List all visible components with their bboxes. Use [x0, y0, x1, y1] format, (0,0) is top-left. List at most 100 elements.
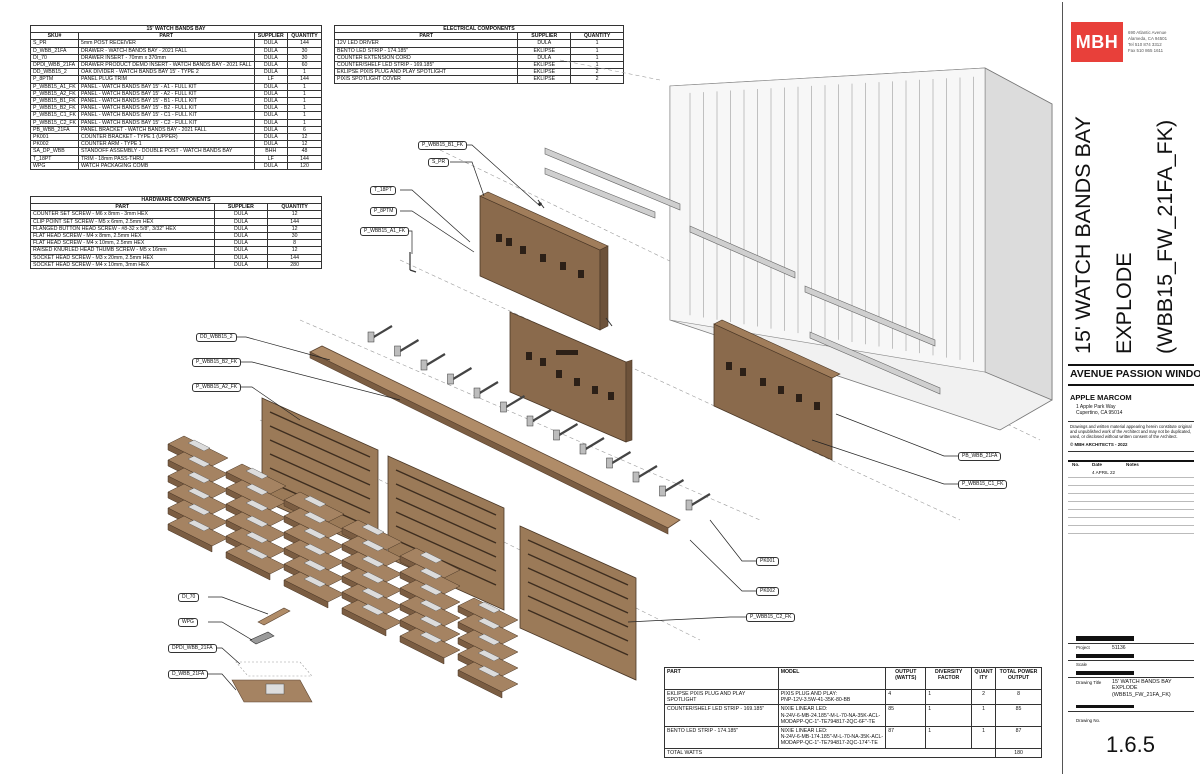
table-cell: SOCKET HEAD SCREW - M3 x 20mm, 2.5mm HEX — [30, 253, 215, 262]
callout-d-wbb-21fa: D_WBB_21FA — [168, 670, 209, 679]
table-row: SOCKET HEAD SCREW - M3 x 20mm, 2.5mm HEX… — [30, 253, 322, 262]
electrical-table-title: ELECTRICAL COMPONENTS — [334, 24, 624, 34]
table-cell: PK002 — [30, 140, 79, 149]
callout-p-wbb15-c1-fk: P_WBB15_C1_FK — [958, 480, 1008, 489]
table-cell: DULA — [253, 89, 289, 99]
table-cell: 1 — [925, 688, 973, 706]
table-cell: COUNTER/SHELF LED STRIP - 169.185" — [333, 61, 519, 70]
scale-label: Scale — [1076, 662, 1087, 667]
table-cell: 12 — [267, 224, 322, 234]
table-cell: 87 — [885, 726, 927, 749]
vertical-drawing-title: 15' WATCH BANDS BAY EXPLODE (WBB15_FW_21… — [1068, 92, 1192, 354]
col-output: OUTPUT (WATTS) — [885, 667, 927, 690]
table-cell: P_WBB15_C1_FK — [30, 111, 79, 120]
revision-row-line — [1068, 477, 1194, 478]
bay-fixture — [669, 67, 1053, 431]
table-cell: 87 — [995, 726, 1042, 749]
table-cell: 1 — [287, 89, 322, 99]
callout-p-8ptm: P_8PTM — [370, 207, 398, 216]
rev-date: 4 APRIL 22 — [1092, 470, 1116, 475]
callout-di-70: DI_70 — [178, 593, 200, 602]
col-part: PART — [664, 667, 779, 690]
table-cell: DULA — [253, 61, 289, 70]
callout-pb-wbb-21fa: PB_WBB_21FA — [958, 452, 1002, 461]
drawing-number: 1.6.5 — [1106, 732, 1155, 757]
table-cell: P_WBB15_C2_FK — [30, 118, 79, 127]
table-cell: 144 — [267, 217, 322, 226]
table-cell: 2 — [971, 688, 997, 706]
table-row: FLANGED BUTTON HEAD SCREW - #8-32 x 5/8"… — [30, 224, 322, 234]
table-cell: DD_WBB15_2 — [30, 68, 79, 77]
table-cell: 60 — [287, 61, 322, 70]
table-cell: 1 — [925, 704, 973, 728]
bays-table-title: 15' WATCH BANDS BAY — [30, 24, 322, 34]
counter-board — [309, 345, 681, 535]
table-cell: WPG — [30, 161, 79, 171]
bays-table: 15' WATCH BANDS BAY SKU# PART SUPPLIER Q… — [30, 24, 322, 171]
table-cell: 85 — [885, 704, 927, 728]
client-name: APPLE MARCOM — [1070, 393, 1132, 402]
table-cell: DULA — [253, 118, 289, 127]
copyright-line: © MBH ARCHITECTS - 2022 — [1070, 442, 1128, 447]
table-cell: PIXIS PLUG AND PLAY: PNP-12V-3.5W-41-35K… — [777, 688, 887, 706]
callout-p-wbb15-b1-fk: P_WBB15_B1_FK — [418, 141, 468, 150]
table-cell: DULA — [253, 161, 289, 171]
revision-row-line — [1068, 533, 1194, 534]
firm-address: 690 Atlantic Avenue Alameda, CA 94501 Te… — [1128, 30, 1168, 53]
table-cell: DULA — [253, 125, 289, 135]
panel-b2 — [509, 311, 633, 443]
col-quantity: QUANTITY — [267, 203, 322, 212]
total-watts-value: 180 — [995, 747, 1042, 758]
table-cell: LF — [253, 154, 289, 163]
table-cell: 144 — [287, 75, 322, 84]
hardware-table-title: HARDWARE COMPONENTS — [30, 195, 322, 205]
col-supplier: SUPPLIER — [253, 32, 289, 41]
callout-p-wbb15-b2-fk: P_WBB15_B2_FK — [192, 358, 242, 367]
table-cell: COUNTER/SHELF LED STRIP - 169.185" — [664, 704, 779, 728]
table-cell: 1 — [570, 53, 624, 63]
col-model: MODEL — [777, 667, 887, 690]
table-cell: 144 — [287, 39, 322, 48]
trim-rails — [544, 147, 941, 395]
callout-pk001: PK001 — [756, 557, 780, 566]
table-cell: 1 — [570, 46, 624, 55]
table-row: BENTO LED STRIP - 174.185"NIXIE LINEAR L… — [664, 726, 1042, 749]
callout-p-wbb15-a2-fk: P_WBB15_A2_FK — [192, 383, 242, 392]
callout-dd-wbb15-2: DD_WBB15_2 — [196, 333, 237, 342]
table-cell: FLAT HEAD SCREW - M4 x 10mm, 2.5mm HEX — [30, 239, 215, 248]
black-bar — [1076, 636, 1134, 641]
revision-row-line — [1068, 509, 1194, 510]
table-cell: 12 — [267, 246, 322, 255]
table-cell: 12 — [267, 210, 322, 219]
table-cell: 85 — [995, 704, 1042, 728]
project-label: Project — [1076, 645, 1090, 650]
mbh-logo: MBH — [1071, 22, 1123, 62]
table-cell: 1 — [287, 97, 322, 106]
table-cell: RAISED KNURLED HEAD THUMB SCREW - M5 x 1… — [30, 246, 215, 255]
table-cell: NIXIE LINEAR LED: N-24V-6-MB-174.185"-M-… — [777, 726, 887, 749]
revision-row-line — [1068, 517, 1194, 518]
divider — [1068, 364, 1194, 366]
table-cell: P_WBB15_A2_FK — [30, 89, 79, 99]
black-bar — [1076, 705, 1134, 708]
table-cell: DULA — [253, 140, 289, 149]
table-cell: DULA — [253, 46, 289, 55]
drawing-title-small: 15' WATCH BANDS BAY EXPLODE (WBB15_FW_21… — [1112, 679, 1172, 698]
vertical-title-line-3: (WBB15_FW_21FA_FK) — [1153, 119, 1177, 354]
divider — [1068, 711, 1194, 712]
table-cell: BENTO LED STRIP - 174.185" — [664, 726, 779, 749]
table-cell: 30 — [287, 46, 322, 55]
